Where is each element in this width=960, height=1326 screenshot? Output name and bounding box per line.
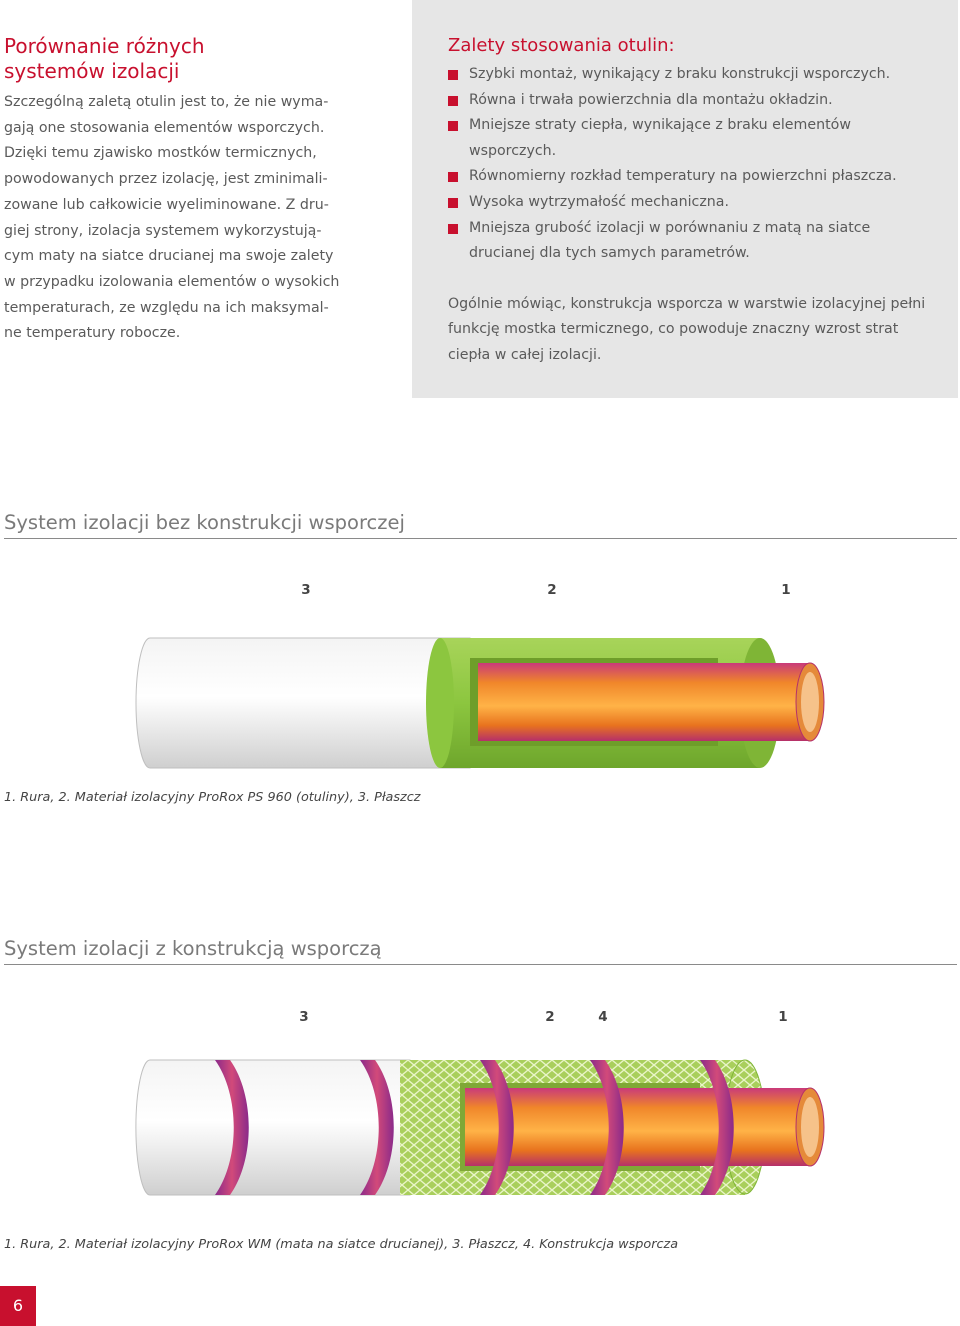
intro-section: Porównanie różnych systemów izolacji Szc… (4, 34, 352, 347)
intro-paragraph: Szczególną zaletą otulin jest to, że nie… (4, 90, 352, 347)
benefit-text: Równomierny rozkład temperatury na powie… (469, 168, 897, 185)
benefits-list: Szybki montaż, wynikający z braku konstr… (448, 62, 918, 267)
benefit-item: Równa i trwała powierzchnia dla montażu … (448, 88, 918, 114)
intro-line: zowane lub całkowicie wyeliminowane. Z d… (4, 196, 329, 213)
pipe-diagram-pipe-sections (135, 637, 825, 769)
benefit-text: Szybki montaż, wynikający z braku konstr… (469, 66, 891, 82)
benefits-box: Zalety stosowania otulin: Szybki montaż,… (412, 0, 958, 398)
intro-line: giej strony, izolacja systemem wykorzyst… (4, 222, 322, 239)
section-title-no-support: System izolacji bez konstrukcji wsporcze… (4, 510, 957, 539)
benefit-text: Wysoka wytrzymałość mechaniczna. (469, 193, 729, 210)
label-insulation: 2 (545, 1009, 555, 1025)
intro-line: gają one stosowania elementów wsporczych… (4, 119, 325, 136)
intro-line: Dzięki temu zjawisko mostków termicznych… (4, 145, 317, 162)
jacket-layer (135, 637, 471, 769)
intro-line: powodowanych przez izolację, jest zminim… (4, 171, 328, 188)
benefit-text: Mniejsza grubość izolacji w porównaniu z… (469, 219, 871, 262)
section-title-with-support: System izolacji z konstrukcją wsporczą (4, 936, 957, 965)
label-support: 4 (598, 1009, 608, 1025)
pipe-layer (478, 662, 825, 742)
page-number: 6 (0, 1286, 36, 1326)
benefit-item: Wysoka wytrzymałość mechaniczna. (448, 190, 918, 216)
bullet-square-icon (448, 70, 458, 80)
benefit-item: Mniejsze straty ciepła, wynikające z bra… (448, 113, 918, 164)
label-jacket: 3 (301, 582, 311, 598)
bullet-square-icon (448, 95, 458, 106)
jacket-layer (135, 1059, 411, 1196)
label-insulation: 2 (547, 582, 557, 598)
intro-line: cym maty na siatce drucianej ma swoje za… (4, 248, 334, 265)
benefit-text: Mniejsze straty ciepła, wynikające z bra… (469, 117, 851, 159)
label-jacket: 3 (299, 1009, 309, 1025)
benefits-summary: Ogólnie mówiąc, konstrukcja wsporcza w w… (448, 295, 926, 363)
pipe-diagram-wire-mesh (135, 1059, 825, 1196)
intro-line: w przypadku izolowania elementów o wysok… (4, 273, 340, 290)
intro-title-line-2: systemów izolacji (4, 59, 180, 83)
benefit-item: Równomierny rozkład temperatury na powie… (448, 164, 918, 190)
benefit-item: Mniejsza grubość izolacji w porównaniu z… (448, 216, 918, 267)
intro-title: Porównanie różnych systemów izolacji (4, 34, 352, 84)
intro-title-line-1: Porównanie różnych (4, 34, 205, 58)
caption-section-2: 1. Rura, 2. Materiał izolacyjny ProRox W… (4, 1237, 679, 1252)
caption-section-1: 1. Rura, 2. Materiał izolacyjny ProRox P… (4, 790, 421, 805)
benefits-title: Zalety stosowania otulin: (448, 35, 675, 56)
label-pipe: 1 (781, 582, 791, 598)
pipe-layer (465, 1087, 825, 1167)
intro-line: Szczególną zaletą otulin jest to, że nie… (4, 94, 329, 110)
benefit-item: Szybki montaż, wynikający z braku konstr… (448, 62, 918, 88)
label-pipe: 1 (778, 1009, 788, 1025)
bullet-square-icon (448, 223, 458, 234)
bullet-square-icon (448, 121, 458, 132)
benefit-text: Równa i trwała powierzchnia dla montażu … (469, 91, 833, 108)
bullet-square-icon (448, 172, 458, 183)
intro-line: temperaturach, ze względu na ich maksyma… (4, 299, 329, 316)
support-rings (215, 1060, 734, 1195)
bullet-square-icon (448, 197, 458, 208)
intro-line: ne temperatury robocze. (4, 325, 181, 342)
